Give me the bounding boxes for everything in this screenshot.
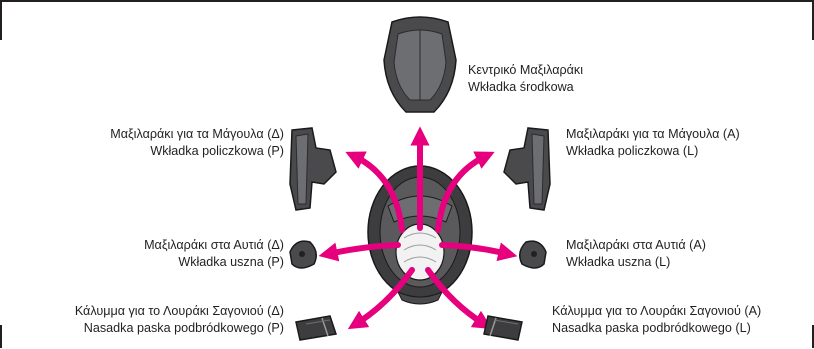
cheek-pad-left-label: Μαξιλαράκι για τα Μάγουλα (Α) Wkładka po… [566,126,740,160]
arrows [318,126,518,330]
chin-strap-cover-right-label: Κάλυμμα για το Λουράκι Σαγονιού (Δ) Nasa… [75,303,284,337]
ear-pad-right-label-line2: Wkładka uszna (P) [178,255,284,269]
arrow-chin-right [347,267,415,330]
ear-pad-left-label-line1: Μαξιλαράκι στα Αυτιά (Α) [566,238,706,252]
chin-strap-cover-right-label-line2: Nasadka paska podbródkowego (P) [83,321,284,335]
chin-strap-cover-left-icon [483,315,523,341]
ear-pad-right-label-line1: Μαξιλαράκι στα Αυτιά (Δ) [144,238,284,252]
center-pad-label-line2: Wkładka środkowa [468,80,574,94]
ear-pad-left-label: Μαξιλαράκι στα Αυτιά (Α) Wkładka uszna (… [566,237,706,271]
ear-pad-left-label-line2: Wkładka uszna (L) [566,255,671,269]
cheek-pad-left-icon [503,127,551,211]
cheek-pad-right-label-line1: Μαξιλαράκι για τα Μάγουλα (Δ) [110,127,284,141]
chin-strap-cover-right-icon [295,315,337,341]
chin-strap-cover-left-label-line2: Nasadka paska podbródkowego (L) [552,321,751,335]
arrow-ear-left [439,242,518,262]
cheek-pad-left-label-line2: Wkładka policzkowa (L) [566,144,699,158]
arrow-cheek-right [345,151,405,233]
frame-corner-top [0,0,814,40]
chin-strap-cover-left-label-line1: Κάλυμμα για το Λουράκι Σαγονιού (Α) [552,304,762,318]
chin-strap-cover-left-label: Κάλυμμα για το Λουράκι Σαγονιού (Α) Nasa… [552,303,761,337]
frame-corner-bottom [0,325,814,348]
cheek-pad-right-label-line2: Wkładka policzkowa (P) [150,144,284,158]
cheek-pad-right-label: Μαξιλαράκι για τα Μάγουλα (Δ) Wkładka po… [110,126,284,160]
arrow-ear-right [318,242,401,262]
center-pad-icon [383,16,457,113]
cheek-pad-left-label-line1: Μαξιλαράκι για τα Μάγουλα (Α) [566,127,740,141]
arrow-chin-left [425,267,493,330]
chin-strap-cover-right-label-line1: Κάλυμμα για το Λουράκι Σαγονιού (Δ) [74,304,284,318]
ear-pad-right-label: Μαξιλαράκι στα Αυτιά (Δ) Wkładka uszna (… [144,237,284,271]
ear-pad-right-icon [289,240,317,269]
cheek-pad-right-icon [289,127,337,211]
arrow-cheek-left [435,151,495,233]
ear-pad-left-icon [519,240,547,269]
center-pad-label: Κεντρικό Μαξιλαράκι Wkładka środkowa [468,62,583,96]
center-pad-label-line1: Κεντρικό Μαξιλαράκι [468,63,584,77]
